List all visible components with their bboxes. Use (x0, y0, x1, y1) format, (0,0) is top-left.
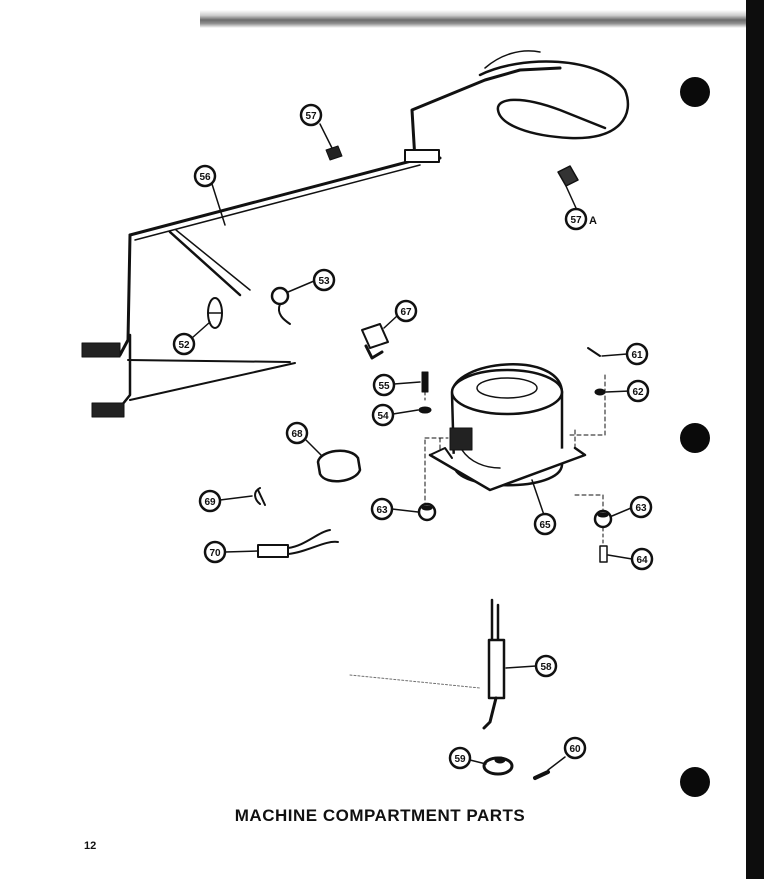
callout-54: 54 (371, 403, 395, 427)
callout-label: 63 (376, 505, 388, 516)
callout-63-left: 63 (370, 497, 394, 521)
leader-lines (191, 123, 633, 771)
callout-label: 62 (632, 387, 644, 398)
callout-57a: 57 A (564, 207, 597, 231)
cover-part (316, 449, 362, 483)
clip-part (325, 145, 343, 161)
diagram-caption: MACHINE COMPARTMENT PARTS (234, 806, 526, 825)
callout-52: 52 (172, 332, 196, 356)
callout-57: 57 (299, 103, 323, 127)
sleeve-part (599, 527, 608, 563)
callout-61: 61 (625, 342, 649, 366)
grommet-left-part (417, 502, 437, 522)
grommet-right-part (593, 509, 613, 529)
callout-58: 58 (534, 654, 558, 678)
thermostat-part (270, 286, 291, 325)
callout-label: 52 (178, 340, 190, 351)
callout-label: 53 (318, 276, 330, 287)
washer-part (418, 406, 432, 414)
callout-65: 65 (533, 512, 557, 536)
callout-69: 69 (198, 489, 222, 513)
clip-part-a (557, 165, 579, 187)
callout-60: 60 (563, 736, 587, 760)
callout-67: 67 (394, 299, 418, 323)
grommet-small-part (594, 388, 606, 396)
callout-64: 64 (630, 547, 654, 571)
callout-suffix: A (589, 215, 597, 227)
callout-label: 65 (539, 520, 551, 531)
callout-55: 55 (372, 373, 396, 397)
callout-label: 70 (209, 548, 221, 559)
callout-label: 64 (636, 555, 648, 566)
callout-label: 55 (378, 381, 390, 392)
clamp-part (254, 487, 266, 506)
page-number: 12 (84, 840, 97, 852)
wiring-harness (81, 66, 562, 418)
scan-edge-bar (746, 0, 764, 879)
compressor (424, 363, 606, 513)
spring-clip-part (587, 347, 601, 357)
drier-part (349, 598, 506, 730)
callout-label: 61 (631, 350, 643, 361)
callout-label: 63 (635, 503, 647, 514)
tube-clamp-part (482, 756, 514, 776)
callout-56: 56 (193, 164, 217, 188)
callout-70: 70 (203, 540, 227, 564)
scan-top-band (200, 10, 746, 28)
terminal-part (207, 297, 223, 329)
callout-68: 68 (285, 421, 309, 445)
callout-53: 53 (312, 268, 336, 292)
relay-part (361, 323, 389, 360)
callout-62: 62 (626, 379, 650, 403)
callout-label: 57 (305, 111, 317, 122)
binder-hole-bottom (680, 767, 710, 797)
callout-label: 59 (454, 754, 466, 765)
callout-label: 57 (570, 215, 582, 226)
callout-label: 68 (291, 429, 303, 440)
callout-59: 59 (448, 746, 472, 770)
lead-wire-part (257, 529, 339, 558)
callout-label: 69 (204, 497, 216, 508)
binder-hole-top (680, 77, 710, 107)
callout-label: 60 (569, 744, 581, 755)
callout-label: 56 (199, 172, 211, 183)
screw-part (533, 770, 550, 780)
bolt-part (421, 371, 429, 401)
binder-hole-middle (680, 423, 710, 453)
power-cord-loop (478, 50, 630, 140)
callout-label: 54 (377, 411, 389, 422)
callout-label: 58 (540, 662, 552, 673)
callout-label: 67 (400, 307, 412, 318)
callout-63-right: 63 (629, 495, 653, 519)
